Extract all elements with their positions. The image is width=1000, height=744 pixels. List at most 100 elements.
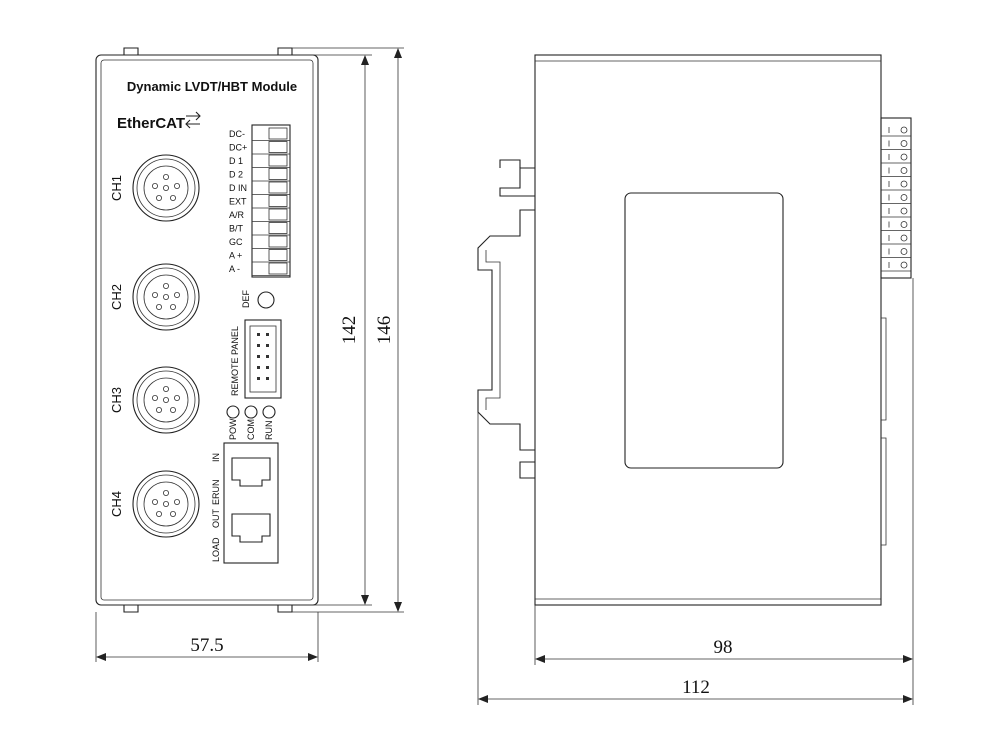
connector-pin [169,406,176,413]
connector-pin [162,293,169,300]
erun-label: ERUN [211,479,221,505]
ethercat-logo: EtherCAT [117,111,201,132]
connector-outer-ring [132,263,200,331]
connector-pin [173,498,180,505]
connector-pin [155,194,162,201]
connector-pin [162,173,169,180]
terminal-screw [268,181,288,194]
side-view [477,54,912,606]
channel-label: CH3 [109,387,124,413]
remote-panel-inner [249,325,277,393]
terminal-label: B/T [229,224,244,234]
remote-pin [257,377,260,380]
connector-pin [162,282,169,289]
led-label: RUN [264,421,274,441]
side-terminal-screw [900,140,908,147]
connector-face [143,274,189,320]
terminal-label: A/R [229,210,245,220]
connector-pin [173,394,180,401]
module-title: Dynamic LVDT/HBT Module [127,79,297,94]
dim-side-depth: 98 [714,637,733,658]
port-housing [223,442,279,564]
remote-pin [266,333,269,336]
connector-pin [151,291,158,298]
connector-pin [169,194,176,201]
channel-label: CH4 [109,491,124,517]
terminal-label: D IN [229,183,247,193]
connector-pin [162,500,169,507]
connector-outer-ring [132,154,200,222]
side-terminal-screw [900,167,908,174]
connector-pin [173,182,180,189]
side-terminal-screw [900,153,908,161]
remote-pin [257,355,260,358]
terminal-screw [268,249,288,261]
status-led [262,405,276,419]
side-terminal-screw [900,234,908,242]
connector-pin [162,385,169,392]
side-terminal-screw [900,248,908,255]
connector-pin [155,406,162,413]
connector-ring [136,158,196,218]
terminal-label: D 2 [229,170,243,180]
connector-ring [136,267,196,327]
terminal-screw [268,262,288,275]
connector-pin [169,510,176,517]
connector-face [143,377,189,423]
side-body-outline [534,54,882,606]
connector-face [143,481,189,527]
dim-inner-height: 142 [339,316,360,345]
connector-ring [136,474,196,534]
remote-pin [257,366,260,369]
terminal-screw [268,127,288,140]
terminal-label: A + [229,251,242,261]
connector-outer-ring [132,470,200,538]
side-connector-bump-2 [881,437,887,546]
connector-ring [136,370,196,430]
def-button [257,291,275,309]
connector-pin [151,498,158,505]
side-terminal-rows [881,126,911,272]
side-label-window [624,192,784,469]
mount-tab-bottom-right [277,605,293,613]
ethernet-ports: IN ERUN OUT LOAD [211,442,279,564]
side-terminal-block [880,117,912,279]
terminal-screw [268,154,288,167]
ethercat-logo-text: EtherCAT [117,115,185,132]
mount-tab-top-right [277,47,293,55]
side-terminal-screw [900,221,908,228]
status-led [244,405,258,419]
status-led [226,405,240,419]
connector-pin [162,184,169,191]
front-dimensions: 57.5 142 146 [95,47,404,662]
remote-pin [257,344,260,347]
connector-pin [162,396,169,403]
terminal-screw [268,141,288,153]
clip-rail-profile [477,209,535,451]
terminal-label: A - [229,264,240,274]
terminal-label: DC- [229,129,245,139]
channel-connectors [132,154,200,538]
connector-pin [173,291,180,298]
side-terminal-screw [900,180,908,188]
remote-pin [257,333,260,336]
mount-tab-bottom-left [123,605,139,613]
side-terminal-screw [900,261,908,269]
front-view: Dynamic LVDT/HBT Module EtherCAT DC-DC+D… [95,47,319,613]
terminal-screw [268,222,288,234]
remote-pin [266,377,269,380]
ethernet-port-out [231,513,271,543]
remote-panel-label: REMOTE PANEL [230,326,240,396]
clip-upper-tab [499,159,521,168]
front-body-inner [100,59,314,601]
terminal-screw [268,168,288,180]
remote-panel-outer [244,319,282,399]
led-label: COM [246,419,256,440]
terminal-block-body [251,124,291,278]
side-terminal-screw [900,207,908,215]
